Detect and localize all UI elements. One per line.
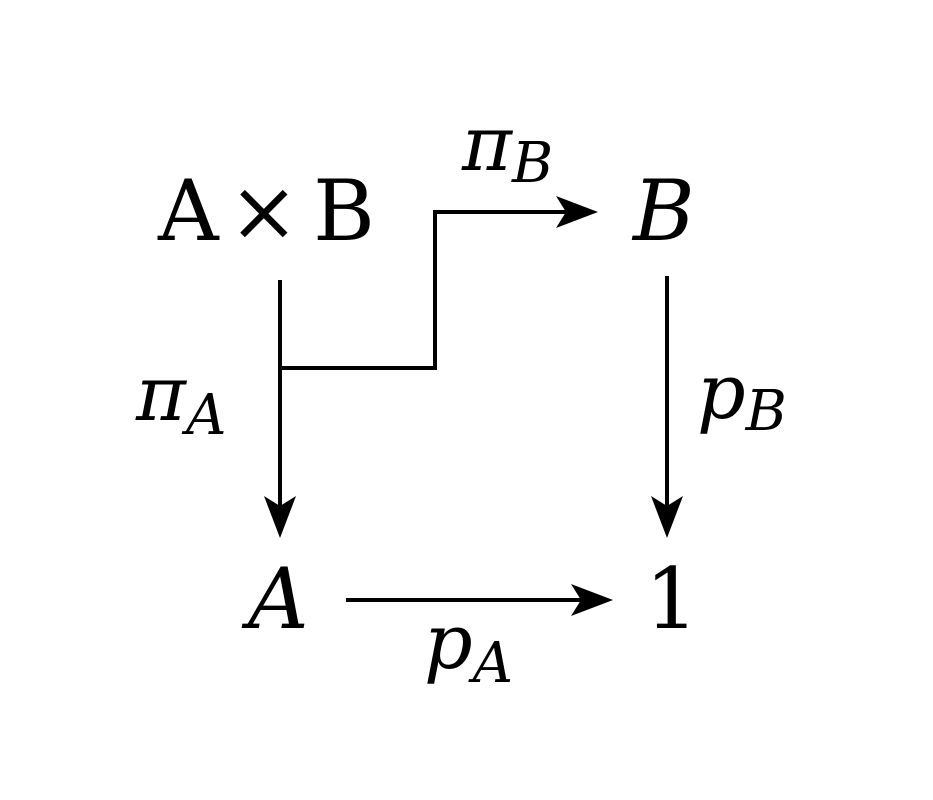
node-a: A [241, 550, 309, 648]
node-product-right: B [313, 162, 375, 260]
label-pi-b-sub: B [511, 131, 553, 196]
arrow-p-b-head [651, 496, 683, 538]
node-product-left: A [157, 162, 220, 260]
arrow-pi-a-head [264, 496, 296, 538]
label-p-b: pB [697, 347, 787, 444]
node-product-op: × [229, 162, 299, 260]
label-pi-a-sub: A [181, 383, 226, 448]
arrow-p-a [346, 584, 613, 616]
arrow-pi-b-line [280, 210, 580, 370]
node-product: A×B [157, 162, 375, 260]
label-pi-a-base: π [135, 349, 188, 438]
node-b: B [631, 162, 695, 260]
arrow-p-a-head [571, 584, 613, 616]
label-pi-b: πB [461, 99, 553, 196]
label-p-a-base: p [424, 597, 473, 686]
label-p-b-base: p [697, 347, 746, 436]
arrow-p-b [651, 276, 683, 538]
arrow-pi-b [280, 196, 598, 370]
arrow-pi-b-head [556, 196, 598, 228]
label-p-a: pA [424, 597, 513, 696]
label-p-a-sub: A [468, 631, 513, 696]
arrow-pi-a [264, 280, 296, 538]
node-terminal: 1 [645, 550, 698, 648]
label-p-b-sub: B [745, 379, 787, 444]
label-pi-b-base: π [461, 99, 514, 188]
label-pi-a: πA [135, 349, 226, 448]
